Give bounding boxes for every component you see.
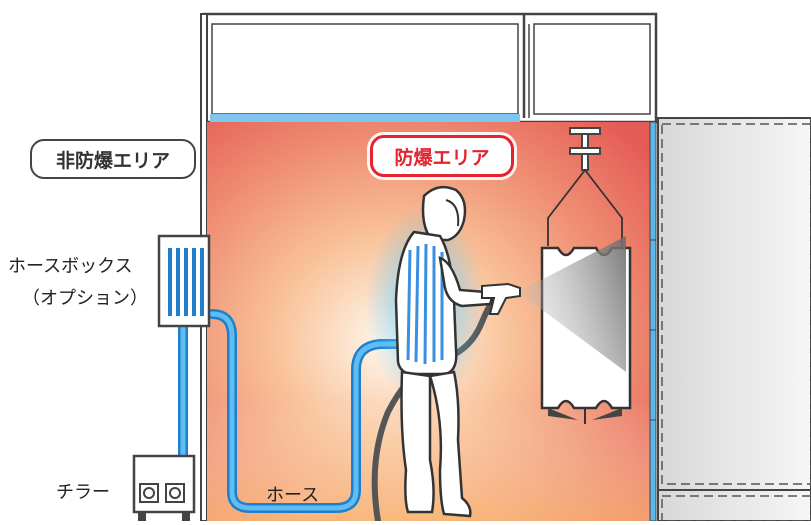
booth-ceiling-frame — [202, 12, 658, 124]
paint-spray — [518, 236, 626, 372]
non-explosion-area-label: 非防爆エリア — [30, 139, 196, 179]
hose-box-label: ホースボックス — [8, 256, 133, 277]
chiller-label: チラー — [56, 482, 110, 503]
hose-box — [157, 234, 211, 328]
hose-box-option-label: （オプション） — [22, 288, 148, 309]
adjacent-panel — [657, 117, 811, 522]
hanger-hook-icon — [569, 127, 601, 171]
painter-figure — [365, 185, 521, 518]
hose-label: ホース — [266, 485, 320, 506]
chiller-unit — [132, 454, 196, 521]
explosion-area-label: 防爆エリア — [370, 135, 514, 177]
booth-right-wall — [649, 121, 657, 522]
